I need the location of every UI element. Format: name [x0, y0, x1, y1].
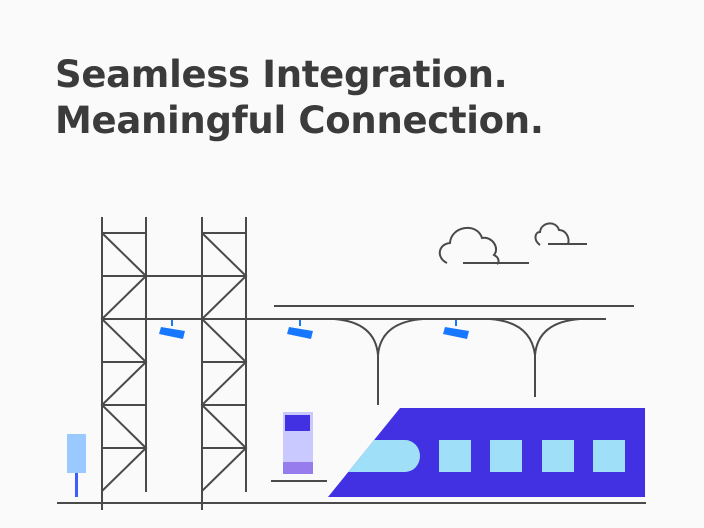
headline-line-1: Seamless Integration. [55, 53, 508, 96]
tower-left [100, 217, 148, 510]
sign-board [67, 434, 86, 473]
viaduct [246, 305, 634, 405]
train-window [542, 440, 574, 472]
train-window [490, 440, 522, 472]
train-front-window [340, 440, 420, 472]
tower-right [200, 217, 248, 510]
security-camera-icon [287, 320, 313, 339]
headline-line-2: Meaningful Connection. [55, 99, 544, 142]
train-window [439, 440, 471, 472]
sign-pole [75, 473, 78, 497]
security-camera-icon [443, 320, 469, 339]
security-camera-icon [159, 320, 185, 339]
train [328, 408, 645, 497]
cloud-large-icon [438, 227, 529, 265]
cloud-small-icon [534, 222, 587, 246]
headline: Seamless Integration. Meaningful Connect… [55, 52, 544, 144]
ticket-kiosk [283, 412, 313, 474]
train-window [593, 440, 625, 472]
